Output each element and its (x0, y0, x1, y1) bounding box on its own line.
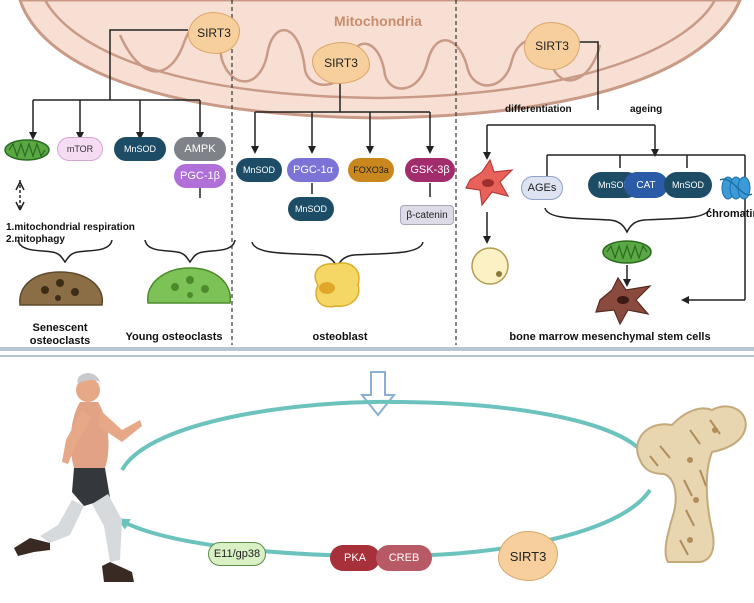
runner-figure (14, 373, 142, 582)
panel1-tree (15, 29, 236, 264)
mitochondrion-icon-2 (602, 240, 652, 264)
pgc1a-node: PGC-1α (287, 158, 339, 182)
effect-line-2: 2.mitophagy (6, 234, 65, 245)
msc-icon-top (465, 158, 514, 207)
down-arrow-icon (359, 371, 397, 417)
mnsod-node-panel1: MnSOD (114, 137, 166, 161)
pka-node: PKA (330, 545, 380, 571)
mitochondrion-icon-1 (4, 139, 50, 161)
e11-gp38-node: E11/gp38 (208, 542, 266, 566)
foxo3a-node: FOXO3a (348, 158, 394, 182)
mitochondria-label: Mitochondria (334, 13, 422, 29)
mnsod-sub-node: MnSOD (288, 197, 334, 221)
young-osteoclast-icon (147, 267, 231, 304)
senescent-msc-icon (595, 276, 652, 326)
creb-node: CREB (376, 545, 432, 571)
sirt3-node-panel2: SIRT3 (312, 42, 370, 84)
beta-catenin-node: β-catenin (400, 205, 454, 225)
chromatin-icon (719, 176, 753, 200)
gsk3b-node: GSK-3β (405, 158, 455, 182)
senescent-label-line2: osteoclasts (29, 335, 91, 347)
femur-bone (636, 405, 747, 563)
ages-node: AGEs (521, 176, 563, 200)
sirt3-node-panel1: SIRT3 (188, 12, 240, 54)
sirt3-node-bottom: SIRT3 (498, 531, 558, 581)
sirt3-node-panel3: SIRT3 (524, 22, 580, 70)
osteoblast-icon (314, 262, 360, 308)
senescent-label-line1: Senescent (32, 322, 88, 334)
osteoblast-label: osteoblast (312, 331, 368, 343)
cycle-ellipse (117, 399, 652, 559)
mnsod-node-panel2: MnSOD (236, 158, 282, 182)
effect-line-1: 1.mitochondrial respiration (6, 222, 135, 233)
chromatin-label: chromatin (706, 208, 754, 220)
adipocyte-icon (471, 247, 509, 285)
panel2-tree (251, 80, 434, 269)
bmsc-label: bone marrow mesenchymal stem cells (509, 331, 711, 343)
pgc1b-node: PGC-1β (174, 164, 226, 188)
ampk-node: AMPK (174, 137, 226, 161)
ageing-label: ageing (630, 104, 663, 115)
cat-node: CAT (624, 172, 668, 198)
young-osteoclasts-label: Young osteoclasts (125, 331, 223, 343)
senescent-osteoclast-icon (19, 271, 103, 306)
mtor-node: mTOR (57, 137, 103, 161)
differentiation-label: differentiation (505, 104, 572, 115)
mnsod-node-panel3b: MnSOD (664, 172, 712, 198)
